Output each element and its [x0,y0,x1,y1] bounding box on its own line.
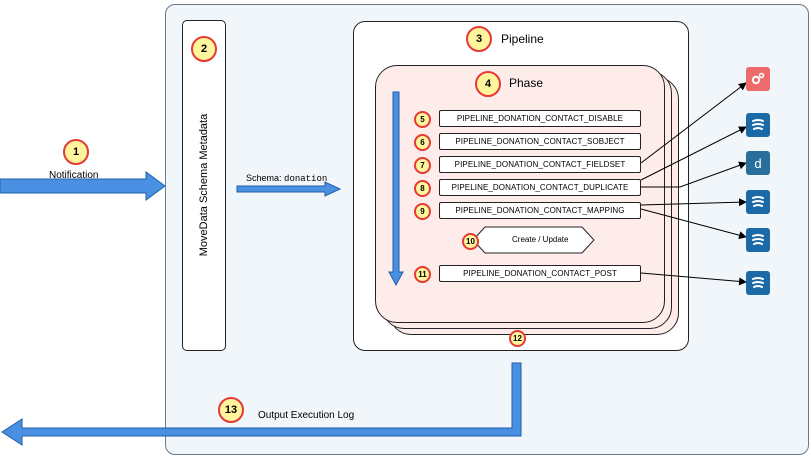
step-duplicate: PIPELINE_DONATION_CONTACT_DUPLICATE [439,179,641,196]
schema-prefix: Schema: [246,173,282,183]
connector-post-sf [640,272,747,286]
connector-mapping-sf-2 [640,208,747,240]
connector-duplicate-sf [640,126,747,181]
connector-mapping-sf-1 [640,198,747,207]
badge-6: 6 [414,134,431,151]
badge-1: 1 [63,139,89,165]
create-update-shape [472,226,595,254]
schema-value: donation [284,174,328,184]
badge-13: 13 [218,397,244,423]
create-update-label: Create / Update [512,235,569,244]
step-disable: PIPELINE_DONATION_CONTACT_DISABLE [439,110,641,127]
schema-arrow [236,181,342,197]
schema-label: Schema: donation [246,173,327,184]
salesforce-icon [746,271,770,295]
badge-11: 11 [414,266,431,283]
step-mapping: PIPELINE_DONATION_CONTACT_MAPPING [439,202,641,219]
pipeline-title: Pipeline [501,32,544,46]
badge-4: 4 [475,71,501,97]
badge-9: 9 [414,203,431,220]
connector-duplicate-dx [641,161,747,188]
notification-label: Notification [49,170,99,181]
gear-icon [746,67,770,91]
output-arrow [1,362,522,446]
connector-fieldset-gear [640,82,747,164]
badge-5: 5 [414,111,431,128]
step-post: PIPELINE_DONATION_CONTACT_POST [439,265,641,282]
metadata-box [182,20,226,351]
step-fieldset: PIPELINE_DONATION_CONTACT_FIELDSET [439,156,641,173]
output-label: Output Execution Log [258,410,355,421]
badge-8: 8 [414,180,431,197]
phase-title: Phase [509,76,544,90]
badge-10: 10 [462,233,479,250]
salesforce-icon [746,190,770,214]
salesforce-icon [746,113,770,137]
step-sobject: PIPELINE_DONATION_CONTACT_SOBJECT [439,133,641,150]
badge-12: 12 [509,330,526,347]
badge-7: 7 [414,157,431,174]
d-service-icon: d [746,151,770,175]
notification-arrow [0,171,166,201]
phase-flow-arrow [388,91,404,287]
salesforce-icon [746,228,770,252]
badge-2: 2 [191,36,217,62]
badge-3: 3 [466,26,492,52]
